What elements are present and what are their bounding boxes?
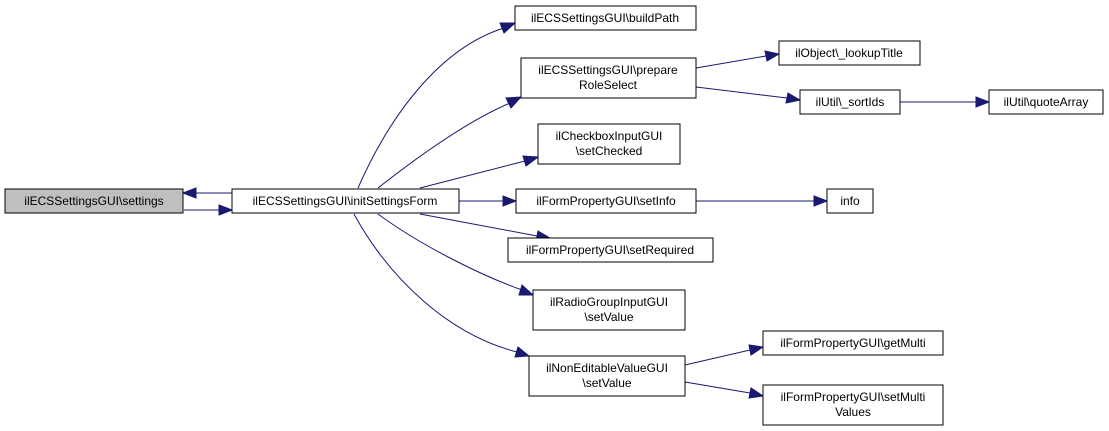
node-info[interactable]: info	[826, 188, 874, 214]
node-set-required-label: ilFormPropertyGUI\setRequired	[526, 243, 694, 257]
arrowhead-noneditable	[514, 346, 531, 358]
node-set-info-label: ilFormPropertyGUI\setInfo	[536, 194, 676, 208]
node-build-path[interactable]: ilECSSettingsGUI\buildPath	[514, 5, 697, 31]
node-set-multi-values-line2: Values	[835, 405, 871, 419]
node-radio-set-value-line2: \setValue	[584, 310, 633, 324]
node-noneditable-set-value-line2: \setValue	[582, 376, 631, 390]
arrowhead-prepare	[505, 96, 523, 109]
edge-init-to-radio	[377, 213, 523, 291]
node-set-info[interactable]: ilFormPropertyGUI\setInfo	[515, 188, 697, 214]
edge-init-to-setchecked	[419, 160, 526, 189]
edge-noneditable-to-getmulti	[684, 349, 751, 366]
arrowhead-getmulti	[748, 344, 765, 356]
edges	[181, 22, 991, 399]
node-get-multi[interactable]: ilFormPropertyGUI\getMulti	[762, 330, 944, 356]
node-get-multi-label: ilFormPropertyGUI\getMulti	[780, 336, 925, 350]
edge-noneditable-to-setmulti	[684, 381, 751, 394]
node-set-multi-values-line1: ilFormPropertyGUI\setMulti	[781, 390, 926, 404]
node-settings-label: ilECSSettingsGUI\settings	[24, 194, 163, 208]
node-prepare-role-select-line2: RoleSelect	[579, 78, 638, 92]
node-set-required[interactable]: ilFormPropertyGUI\setRequired	[507, 237, 714, 263]
node-prepare-role-select[interactable]: ilECSSettingsGUI\prepare RoleSelect	[520, 57, 697, 99]
node-set-checked-line2: \setChecked	[576, 144, 643, 158]
node-radio-set-value[interactable]: ilRadioGroupInputGUI \setValue	[532, 289, 686, 331]
node-set-checked-line1: ilCheckboxInputGUI	[556, 129, 663, 143]
edge-init-to-prepare	[377, 102, 511, 189]
edge-prepare-to-sortids	[695, 86, 788, 99]
node-init-settings-form-label: ilECSSettingsGUI\initSettingsForm	[253, 194, 438, 208]
arrowhead-radio	[518, 284, 535, 296]
node-build-path-label: ilECSSettingsGUI\buildPath	[531, 11, 679, 25]
arrowhead-lookup	[764, 50, 781, 62]
node-info-label: info	[840, 194, 860, 208]
arrowhead-quote	[975, 96, 991, 108]
node-quote-array[interactable]: ilUtil\quoteArray	[988, 89, 1104, 115]
edge-init-to-setrequired	[419, 213, 538, 237]
arrowhead-info	[813, 195, 829, 207]
node-prepare-role-select-line1: ilECSSettingsGUI\prepare	[538, 63, 678, 77]
node-lookup-title[interactable]: ilObject\_lookupTitle	[778, 40, 921, 66]
node-sort-ids[interactable]: ilUtil\_sortIds	[799, 89, 901, 115]
arrowhead-setchecked	[522, 155, 540, 167]
node-lookup-title-label: ilObject\_lookupTitle	[795, 46, 903, 60]
arrowhead-setinfo	[502, 195, 518, 207]
arrowhead-sortids	[785, 92, 802, 104]
edge-init-to-buildpath	[357, 27, 505, 189]
node-set-checked[interactable]: ilCheckboxInputGUI \setChecked	[537, 123, 681, 165]
edge-prepare-to-lookup	[695, 55, 767, 69]
node-noneditable-set-value-line1: ilNonEditableValueGUI	[546, 361, 668, 375]
arrowhead-buildpath	[499, 22, 517, 34]
node-settings[interactable]: ilECSSettingsGUI\settings	[4, 188, 184, 214]
node-noneditable-set-value[interactable]: ilNonEditableValueGUI \setValue	[528, 355, 686, 397]
node-init-settings-form[interactable]: ilECSSettingsGUI\initSettingsForm	[231, 188, 460, 214]
edge-init-to-noneditable	[353, 213, 518, 353]
node-set-multi-values[interactable]: ilFormPropertyGUI\setMulti Values	[762, 384, 944, 426]
node-quote-array-label: ilUtil\quoteArray	[1004, 95, 1089, 109]
arrowhead-setmulti	[748, 387, 765, 399]
arrowhead-settings	[181, 187, 197, 199]
arrowhead-init-from-settings	[218, 204, 234, 216]
node-radio-set-value-line1: ilRadioGroupInputGUI	[550, 295, 668, 309]
node-sort-ids-label: ilUtil\_sortIds	[816, 95, 885, 109]
